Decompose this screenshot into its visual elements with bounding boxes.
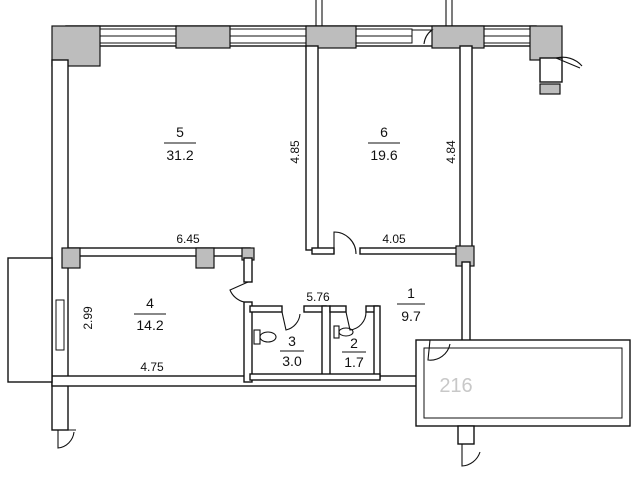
dimension-5-76: 5.76 xyxy=(306,290,330,304)
room-4-area: 14.2 xyxy=(136,317,163,333)
room-6-area: 19.6 xyxy=(370,147,397,163)
room-3-number: 3 xyxy=(288,333,296,349)
room-3-area: 3.0 xyxy=(282,353,302,369)
dimension-4-05: 4.05 xyxy=(382,232,406,246)
dimension-2-99: 2.99 xyxy=(81,306,95,330)
top-wall-stubs xyxy=(315,0,453,26)
room-5-label: 5 31.2 xyxy=(164,124,196,163)
room-4-number: 4 xyxy=(146,295,154,311)
room-6-label: 6 19.6 xyxy=(368,124,400,163)
room-2-number: 2 xyxy=(350,335,358,351)
room-1-number: 1 xyxy=(407,285,415,301)
room-3-label: 3 3.0 xyxy=(280,333,304,369)
dimension-4-84: 4.84 xyxy=(444,140,458,164)
interior-walls xyxy=(61,29,631,467)
dimension-4-75: 4.75 xyxy=(140,360,164,374)
room-1-area: 9.7 xyxy=(401,308,421,324)
room-6-number: 6 xyxy=(380,124,388,140)
outer-walls xyxy=(7,25,583,449)
room-2-label: 2 1.7 xyxy=(342,335,366,370)
room-5-area: 31.2 xyxy=(166,147,193,163)
room-2-area: 1.7 xyxy=(344,354,364,370)
room-4-label: 4 14.2 xyxy=(134,295,166,333)
dimension-6-45: 6.45 xyxy=(176,232,200,246)
watermark-text: 216 xyxy=(439,375,472,397)
room-1-label: 1 9.7 xyxy=(397,285,425,324)
room-5-number: 5 xyxy=(176,124,184,140)
dimension-4-85: 4.85 xyxy=(288,140,302,164)
